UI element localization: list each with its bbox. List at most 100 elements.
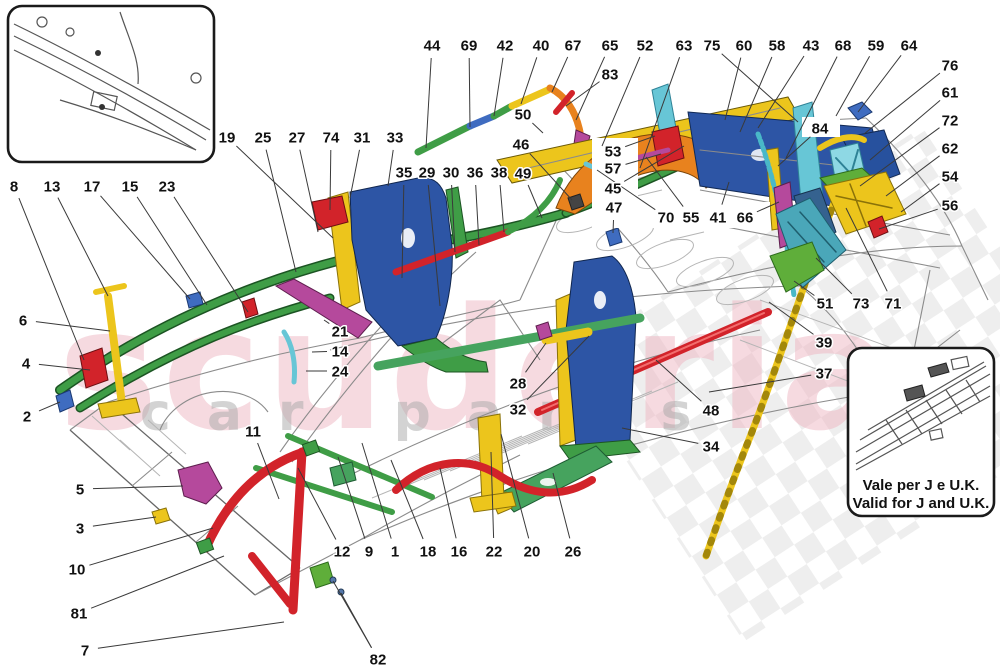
leader-line-13 (57, 197, 109, 297)
callout-label-73: 73 (853, 296, 870, 313)
leader-line-18 (390, 459, 424, 540)
leader-line-44 (425, 57, 432, 149)
part-front-brace-red-post (288, 447, 307, 615)
callout-label-74: 74 (323, 130, 340, 147)
callout-label-46: 46 (513, 137, 530, 154)
leader-line-16 (439, 467, 457, 539)
callout-label-38: 38 (491, 165, 508, 182)
leader-line-62 (885, 155, 940, 197)
callout-label-66: 66 (737, 210, 754, 227)
leader-line-31 (349, 149, 360, 199)
callout-label-45: 45 (605, 181, 622, 198)
inset-fastener-80 (99, 104, 105, 110)
leader-line-38 (499, 184, 505, 233)
leader-line-70 (596, 169, 656, 211)
leader-line-22 (490, 451, 495, 539)
part-windscreen-rail-yellow (508, 86, 552, 110)
part-bpillar-green-edge (445, 186, 469, 259)
leader-line-4 (38, 363, 91, 371)
callout-label-41: 41 (710, 210, 727, 227)
callout-label-68: 68 (835, 38, 852, 55)
leader-line-7 (97, 621, 285, 649)
part-bracket-red-53 (651, 125, 685, 167)
leader-line-52 (601, 56, 641, 147)
callout-label-31: 31 (354, 130, 371, 147)
leader-line-19 (236, 145, 334, 239)
leader-line-40 (520, 57, 538, 105)
callout-label-19: 19 (219, 130, 236, 147)
leader-line-29 (427, 184, 441, 307)
sill-hole (540, 478, 556, 486)
callout-label-65: 65 (602, 38, 619, 55)
callout-label-35: 35 (396, 165, 413, 182)
brace-cap-green1 (195, 537, 215, 555)
leader-line-27 (299, 149, 319, 233)
callout-label-60: 60 (736, 38, 753, 55)
leader-line-71 (845, 207, 888, 292)
callout-label-76: 76 (942, 58, 959, 75)
inset-plate-77 (927, 362, 950, 378)
leader-line-35 (401, 184, 405, 279)
part-rail-red-upper (392, 228, 512, 276)
leader-line-5 (92, 485, 184, 490)
callout-label-16: 16 (451, 544, 468, 561)
leader-line-20 (500, 433, 530, 539)
callout-label-44: 44 (424, 38, 441, 55)
leader-line-74 (329, 149, 332, 211)
leader-line-10 (89, 527, 214, 566)
leader-line-59 (835, 56, 871, 117)
leader-line-28 (525, 342, 547, 373)
leader-line-55 (645, 156, 684, 207)
leader-line-60 (724, 57, 742, 121)
leader-line-47 (612, 219, 614, 234)
callout-label-18: 18 (420, 544, 437, 561)
callout-label-14: 14 (332, 344, 349, 361)
part-a-pillar-orange-tube (546, 84, 584, 136)
inset-roof-rail-detail (6, 4, 216, 164)
leader-line-23 (173, 196, 249, 313)
callout-label-61: 61 (942, 85, 959, 102)
leader-line-15 (136, 196, 208, 306)
bpillar-hole (401, 228, 415, 248)
leader-line-51 (793, 280, 815, 296)
inset-floor-plates-detail: Vale per J e U.K. Valid for J and U.K. (846, 346, 996, 518)
bolt-82a (329, 576, 337, 584)
part-bracket-green-82 (309, 561, 335, 589)
callout-label-75: 75 (704, 38, 721, 55)
leader-line-81 (90, 555, 225, 609)
leader-line-56 (878, 208, 938, 230)
callout-label-39: 39 (816, 335, 833, 352)
callout-label-83: 83 (602, 67, 619, 84)
inset-top-left-box (6, 4, 216, 164)
callout-label-25: 25 (255, 130, 272, 147)
part-front-brace-red-arch (201, 445, 315, 553)
callout-label-24: 24 (332, 364, 349, 381)
leader-line-68 (785, 56, 838, 159)
leader-line-75 (721, 53, 799, 123)
part-clamp-dark-46 (567, 193, 585, 211)
part-strut-foot-yellow (97, 397, 141, 419)
leader-line-3 (92, 516, 157, 527)
callout-label-6: 6 (19, 313, 27, 330)
callout-label-17: 17 (84, 179, 101, 196)
callout-label-40: 40 (533, 38, 550, 55)
callout-label-29: 29 (419, 165, 436, 182)
highlighted-parts (55, 83, 907, 615)
leader-line-66 (756, 201, 780, 213)
callout-label-42: 42 (497, 38, 514, 55)
part-bracket-blue-64 (847, 101, 873, 121)
callout-label-2: 2 (23, 409, 31, 426)
callout-label-49: 49 (515, 166, 532, 183)
part-windscreen-rail-green (414, 122, 474, 156)
leader-line-25 (265, 149, 297, 273)
leader-line-30 (451, 184, 456, 253)
part-clip-magenta-28 (535, 321, 553, 341)
leader-line-34 (621, 427, 699, 444)
callout-label-3: 3 (76, 521, 84, 538)
leader-line-49 (527, 184, 543, 219)
callout-label-67: 67 (565, 38, 582, 55)
leader-line-2 (38, 401, 61, 412)
callout-label-47: 47 (606, 200, 623, 217)
callout-label-48: 48 (703, 403, 720, 420)
